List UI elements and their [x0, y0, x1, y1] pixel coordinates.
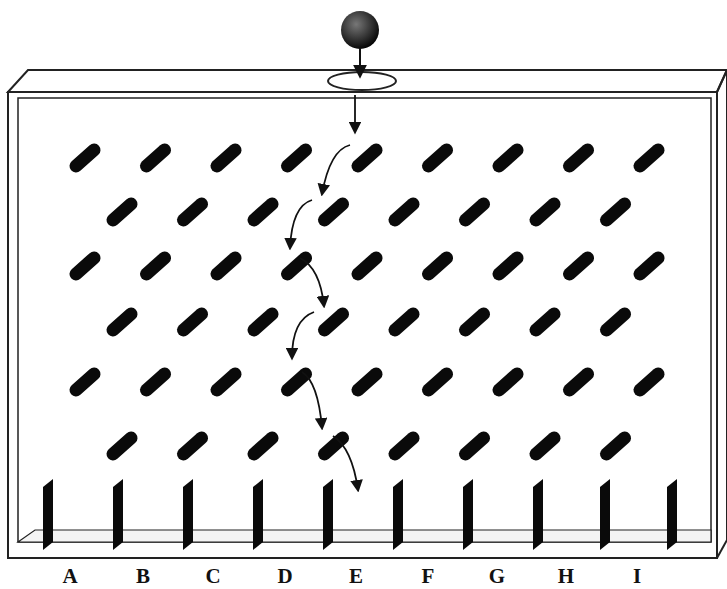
peg: [147, 374, 165, 390]
peg: [147, 150, 165, 166]
peg: [536, 438, 554, 454]
peg: [254, 314, 272, 330]
ball-path: [290, 95, 358, 490]
bin-divider: [323, 479, 333, 550]
bin-divider: [600, 479, 610, 550]
bin-label: H: [558, 566, 574, 587]
pegs: [76, 150, 658, 454]
peg: [358, 258, 376, 274]
peg: [570, 374, 588, 390]
peg: [113, 438, 131, 454]
bin-divider: [113, 479, 123, 550]
peg: [254, 204, 272, 220]
peg: [325, 314, 343, 330]
peg: [466, 314, 484, 330]
bin-divider: [183, 479, 193, 550]
peg: [184, 438, 202, 454]
peg: [288, 150, 306, 166]
peg: [358, 374, 376, 390]
peg: [536, 314, 554, 330]
bin-label: C: [205, 566, 220, 587]
peg: [429, 374, 447, 390]
entry-hole: [328, 72, 396, 90]
peg: [499, 258, 517, 274]
box-inner: [18, 98, 711, 542]
peg: [184, 204, 202, 220]
bin-divider: [393, 479, 403, 550]
drop-arrow: [359, 48, 361, 76]
bin-divider: [43, 479, 53, 550]
peg: [499, 374, 517, 390]
peg: [217, 374, 235, 390]
peg: [640, 374, 658, 390]
bin-label: G: [489, 566, 505, 587]
box-frame: [8, 92, 717, 558]
peg: [76, 258, 94, 274]
peg: [429, 150, 447, 166]
peg: [570, 258, 588, 274]
bin-divider: [463, 479, 473, 550]
peg: [466, 438, 484, 454]
peg: [217, 150, 235, 166]
peg: [499, 150, 517, 166]
peg: [536, 204, 554, 220]
peg: [113, 204, 131, 220]
bin-divider: [667, 479, 677, 550]
bin-divider: [253, 479, 263, 550]
bin-label: F: [422, 566, 435, 587]
peg: [607, 204, 625, 220]
bin-label: I: [633, 566, 641, 587]
bin-label: D: [277, 566, 292, 587]
bin-dividers: [43, 479, 677, 550]
peg: [76, 150, 94, 166]
peg: [607, 314, 625, 330]
peg: [395, 204, 413, 220]
bin-label: A: [62, 566, 77, 587]
peg: [358, 150, 376, 166]
box-top: [8, 70, 727, 92]
bin-label: B: [136, 566, 150, 587]
peg: [607, 438, 625, 454]
peg: [429, 258, 447, 274]
peg: [113, 314, 131, 330]
peg: [570, 150, 588, 166]
peg: [147, 258, 165, 274]
peg: [217, 258, 235, 274]
bin-label: E: [349, 566, 363, 587]
bin-divider: [533, 479, 543, 550]
peg: [184, 314, 202, 330]
peg: [254, 438, 272, 454]
peg: [395, 438, 413, 454]
peg: [395, 314, 413, 330]
peg: [640, 258, 658, 274]
ball: [341, 11, 379, 49]
peg: [288, 374, 306, 390]
peg: [640, 150, 658, 166]
peg: [325, 204, 343, 220]
peg: [466, 204, 484, 220]
peg: [76, 374, 94, 390]
